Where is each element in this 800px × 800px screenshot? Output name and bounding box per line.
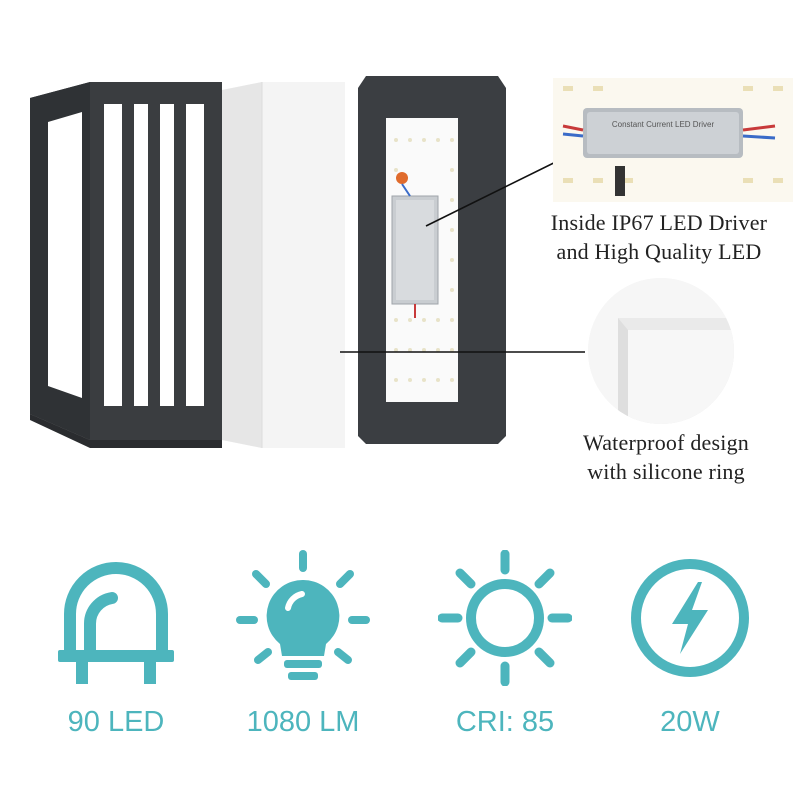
back-plate [358,76,506,444]
spec-label-wattage: 20W [660,706,720,738]
silicone-ring-zoom [588,278,734,424]
driver-callout: Inside IP67 LED Driver and High Quality … [528,208,790,266]
spec-label-led-count: 90 LED [67,706,165,738]
spec-label-cri: CRI: 85 [455,706,555,738]
bulb-icon [236,548,370,688]
white-diffuser [222,82,345,448]
waterproof-callout-line2: with silicone ring [587,459,745,484]
driver-photo-inset: Constant Current LED Driver [553,78,793,202]
product-illustration [30,76,585,448]
waterproof-callout: Waterproof design with silicone ring [550,428,782,486]
product-exploded-view [30,76,585,448]
led-icon [56,550,176,686]
black-outer-frame [30,82,222,448]
driver-callout-line1: Inside IP67 LED Driver [550,210,768,235]
power-icon [628,556,752,680]
driver-callout-line2: and High Quality LED [556,239,762,264]
sun-icon [438,550,572,686]
driver-photo-label: Constant Current LED Driver [611,120,715,129]
waterproof-callout-line1: Waterproof design [583,430,749,455]
spec-label-lumens: 1080 LM [246,706,360,738]
